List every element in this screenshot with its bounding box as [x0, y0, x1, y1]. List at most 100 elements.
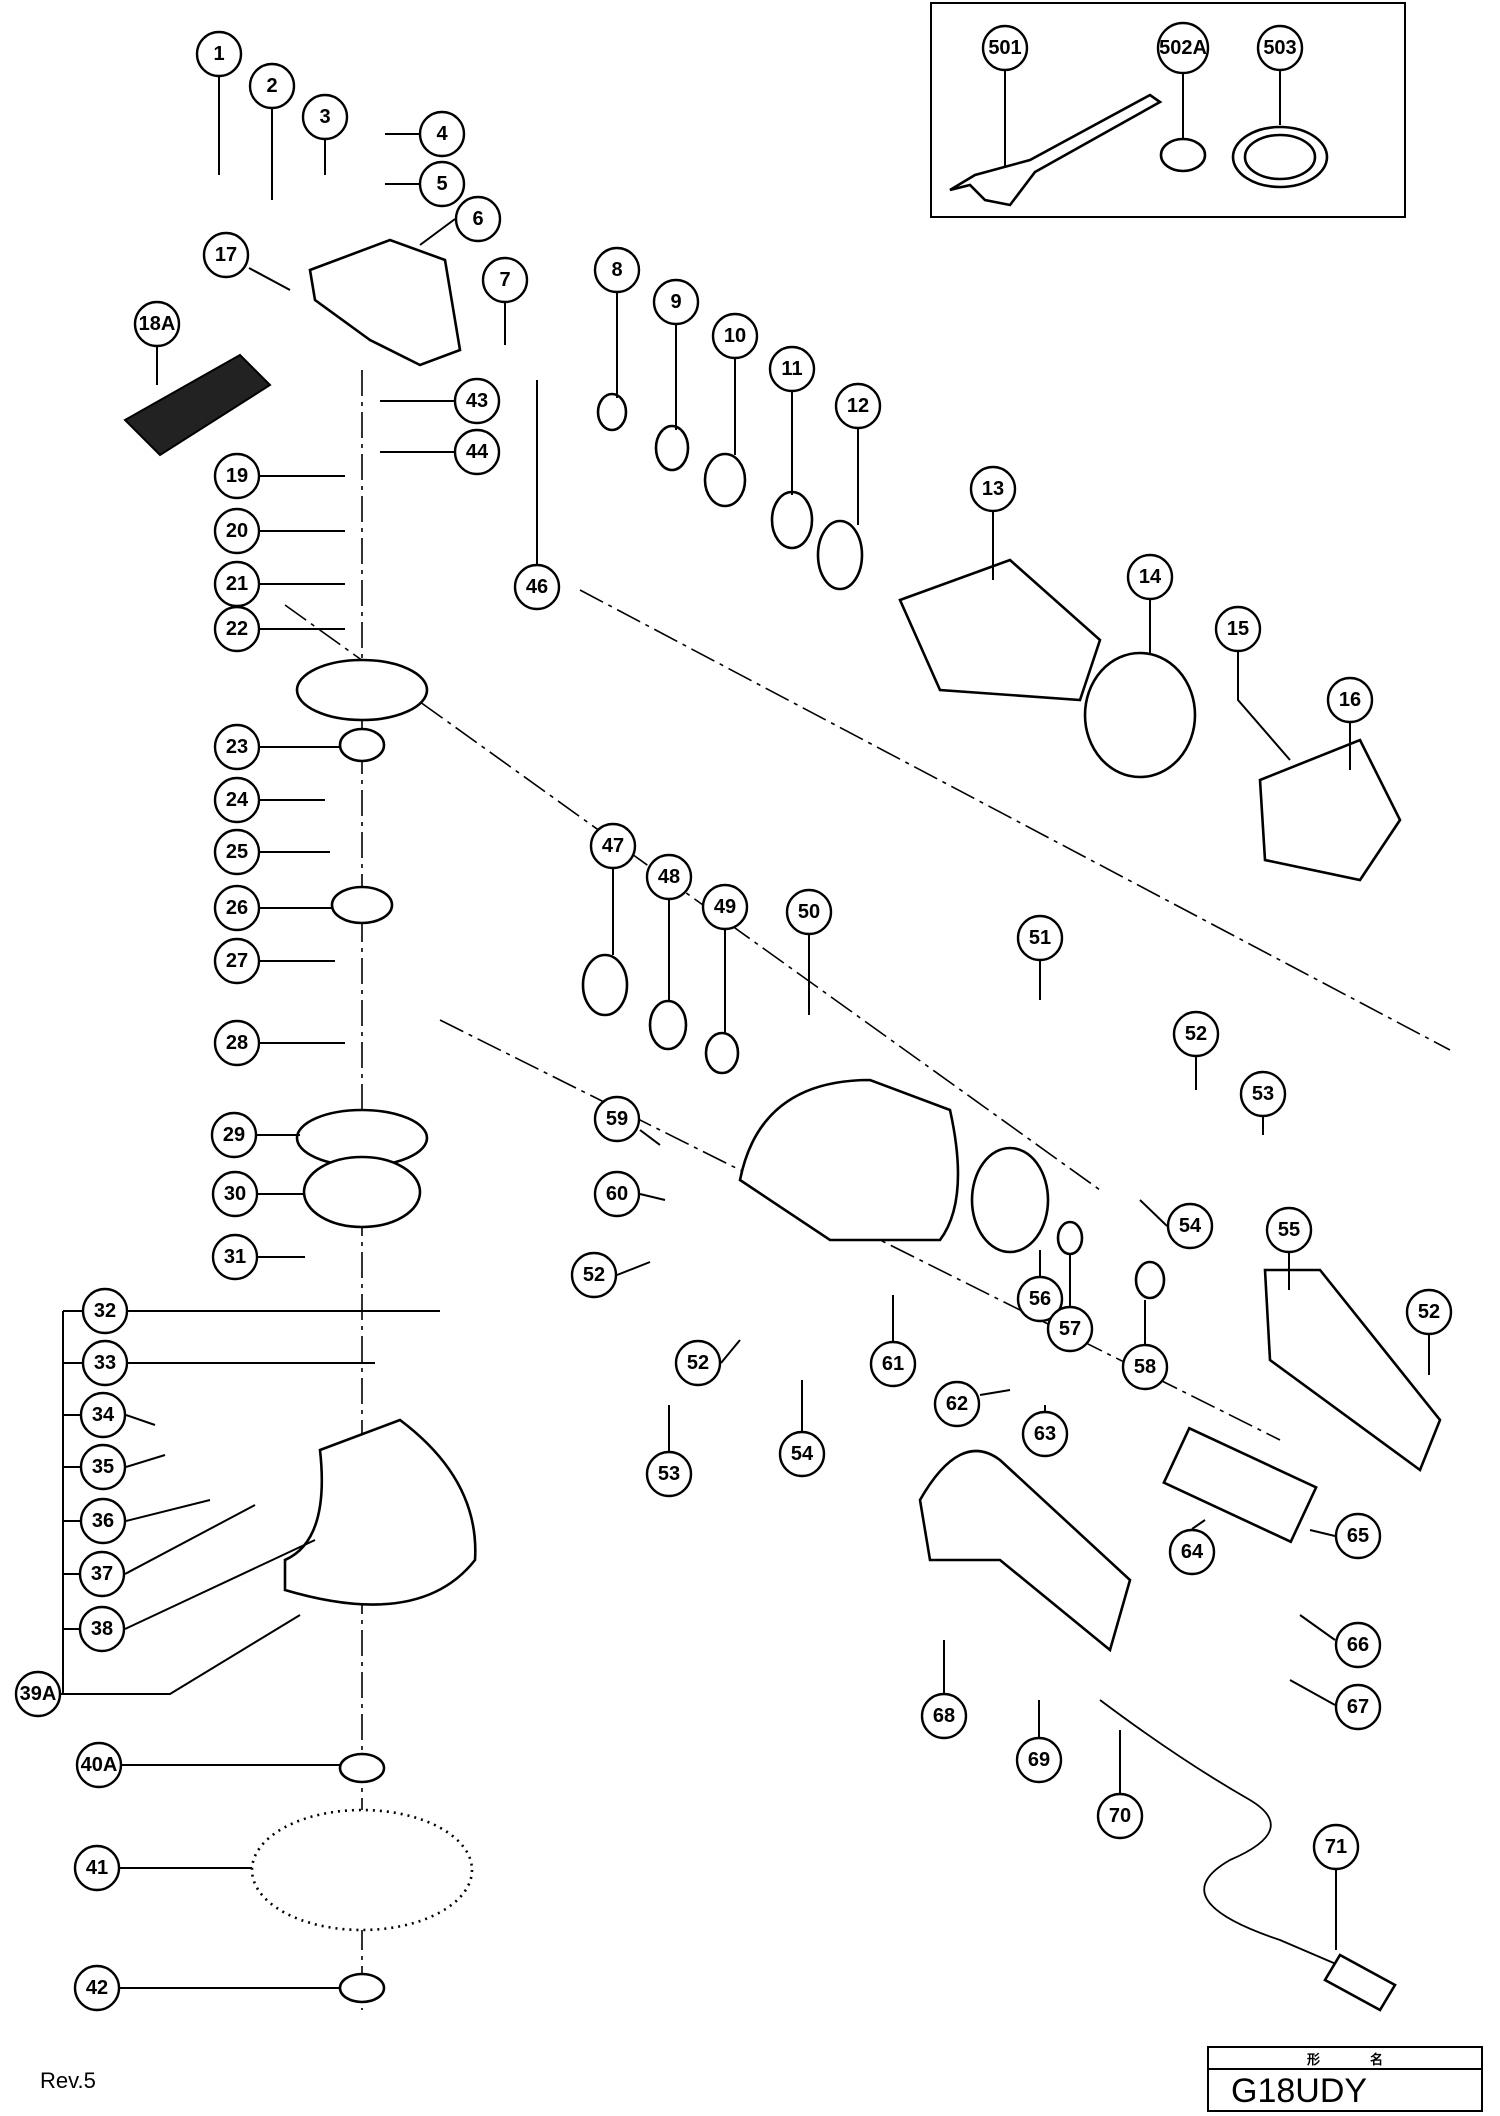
callout-68: 68	[920, 1692, 968, 1740]
callout-number: 55	[1278, 1219, 1300, 1241]
callout-number: 59	[606, 1108, 628, 1130]
callout-circle	[213, 452, 261, 500]
callout-8: 8	[593, 246, 641, 294]
callout-circle	[834, 382, 882, 430]
callout-number: 501	[988, 37, 1021, 59]
callout-circle	[79, 1443, 127, 1491]
callout-circle	[418, 160, 466, 208]
model-title-block: 形 名 G18UDY	[1207, 2046, 1483, 2112]
leader-line	[419, 218, 456, 246]
bearing-part	[338, 727, 386, 763]
callout-number: 64	[1181, 1541, 1204, 1563]
callout-23: 23	[213, 723, 261, 771]
callout-number: 68	[933, 1705, 955, 1727]
callout-circle	[418, 110, 466, 158]
callout-circle	[570, 1251, 618, 1299]
callout-circle	[213, 605, 261, 653]
callout-circle	[933, 1380, 981, 1428]
model-header-char-2: 名	[1370, 2051, 1384, 2067]
callout-71: 71	[1312, 1823, 1360, 1871]
wrench-part	[949, 93, 1163, 207]
standard-accessories-box	[930, 2, 1406, 218]
callout-number: 18A	[139, 313, 176, 335]
callout-10: 10	[711, 312, 759, 360]
callout-number: 54	[1179, 1215, 1202, 1237]
stator-part	[1258, 738, 1402, 882]
callout-number: 29	[223, 1124, 245, 1146]
callout-number: 37	[91, 1563, 113, 1585]
callout-18a: 18A	[133, 300, 181, 348]
callout-34: 34	[79, 1391, 127, 1439]
callout-6: 6	[454, 195, 502, 243]
callout-59: 59	[593, 1095, 641, 1143]
armature-part	[898, 558, 1102, 702]
callout-13: 13	[969, 465, 1017, 513]
callout-circle	[920, 1692, 968, 1740]
callout-number: 63	[1034, 1423, 1056, 1445]
callout-circle	[711, 312, 759, 360]
callout-number: 9	[670, 291, 681, 313]
callout-27: 27	[213, 937, 261, 985]
callout-69: 69	[1015, 1736, 1063, 1784]
callout-number: 47	[602, 835, 624, 857]
callout-circle	[674, 1339, 722, 1387]
callout-circle	[133, 300, 181, 348]
callout-52: 52	[570, 1251, 618, 1299]
callout-30: 30	[211, 1170, 259, 1218]
rubber-ring-part	[770, 490, 814, 550]
callout-2: 2	[248, 62, 296, 110]
callout-52: 52	[1405, 1288, 1453, 1336]
callout-number: 13	[982, 478, 1004, 500]
callout-circle	[202, 231, 250, 279]
callout-61: 61	[869, 1340, 917, 1388]
callout-49: 49	[701, 883, 749, 931]
callout-number: 8	[611, 259, 622, 281]
callout-number: 52	[583, 1264, 605, 1286]
callout-circle	[213, 937, 261, 985]
callout-39a: 39A	[14, 1670, 62, 1718]
callout-number: 33	[94, 1352, 116, 1374]
leader-line	[1309, 1529, 1336, 1537]
callout-44: 44	[453, 428, 501, 476]
wheel-nut-part	[338, 1972, 386, 2004]
callout-12: 12	[834, 382, 882, 430]
callout-circle	[1334, 1512, 1382, 1560]
callout-number: 43	[466, 390, 488, 412]
housing-part	[738, 1078, 960, 1242]
callout-14: 14	[1126, 553, 1174, 601]
accessory-callout-502a: 502A	[1156, 21, 1210, 75]
callout-16: 16	[1326, 676, 1374, 724]
callout-number: 30	[224, 1183, 246, 1205]
callout-number: 61	[882, 1353, 904, 1375]
callout-number: 54	[791, 1443, 814, 1465]
callout-number: 38	[91, 1618, 113, 1640]
callout-circle	[1021, 1410, 1069, 1458]
callout-number: 71	[1325, 1836, 1347, 1858]
spiral-bevel-gear-part	[295, 658, 429, 722]
callout-46: 46	[513, 563, 561, 611]
callout-number: 60	[606, 1183, 628, 1205]
callout-circle	[869, 1340, 917, 1388]
callout-number: 12	[847, 395, 869, 417]
callout-1: 1	[195, 30, 243, 78]
callout-circle	[211, 1233, 259, 1281]
callout-circle	[645, 1450, 693, 1498]
callout-circle	[481, 256, 529, 304]
leader-line	[248, 267, 291, 291]
flange-disc-inner-part	[1243, 133, 1317, 181]
callout-circle	[701, 883, 749, 931]
callout-31: 31	[211, 1233, 259, 1281]
callout-48: 48	[645, 853, 693, 901]
callout-47: 47	[589, 822, 637, 870]
callout-9: 9	[652, 278, 700, 326]
callout-circle	[1166, 1202, 1214, 1250]
callout-circle	[981, 24, 1029, 72]
callout-56: 56	[1016, 1275, 1064, 1323]
accessory-callout-501: 501	[981, 24, 1029, 72]
callout-11: 11	[768, 345, 816, 393]
callout-circle	[453, 377, 501, 425]
callout-3: 3	[301, 93, 349, 141]
callout-number: 62	[946, 1393, 968, 1415]
callout-53: 53	[1239, 1070, 1287, 1118]
callout-circle	[73, 1964, 121, 2012]
